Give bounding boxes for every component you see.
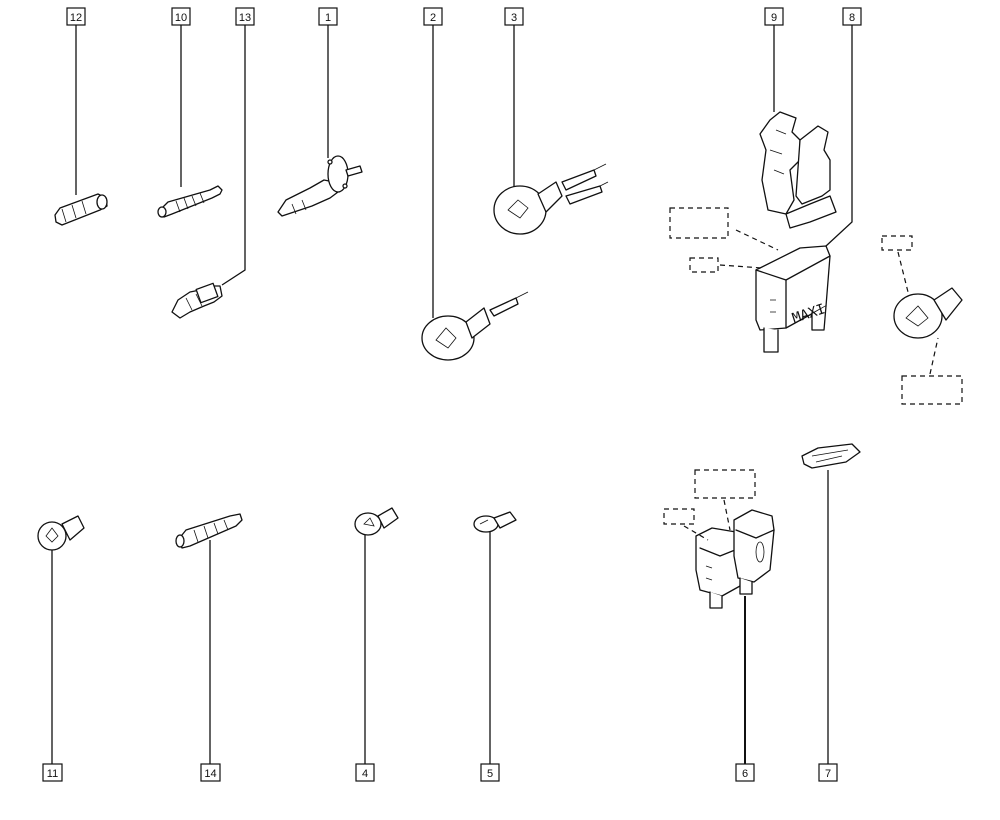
bulb-2 xyxy=(421,291,529,361)
reference-box-c xyxy=(881,235,913,251)
callout-5-label: 5 xyxy=(487,768,493,780)
bulb-right xyxy=(893,287,963,339)
blade-fuses-6 xyxy=(695,509,775,609)
callout-8-label: 8 xyxy=(849,12,855,24)
leader-13 xyxy=(221,25,246,286)
reference-line-e xyxy=(683,525,709,541)
callout-2: 2 xyxy=(423,7,443,26)
callout-13-label: 13 xyxy=(239,12,251,24)
reference-box-d xyxy=(901,375,963,405)
callout-6: 6 xyxy=(735,763,755,782)
reference-line-b xyxy=(719,264,763,269)
callout-12: 12 xyxy=(66,7,86,26)
festoon-bulb-10 xyxy=(157,185,223,218)
callout-11: 11 xyxy=(42,763,63,782)
reference-box-b xyxy=(689,257,719,273)
callout-3-label: 3 xyxy=(511,12,517,24)
callout-5: 5 xyxy=(480,763,500,782)
callout-11-label: 11 xyxy=(47,768,58,780)
wedge-bulb-13 xyxy=(171,282,223,319)
fuse-puller-7 xyxy=(801,443,861,469)
callout-4-label: 4 xyxy=(362,768,368,780)
bulb-5 xyxy=(473,511,517,533)
callout-14: 14 xyxy=(200,763,221,782)
bulb-11 xyxy=(37,515,85,551)
bulb-12 xyxy=(54,193,108,226)
fuse-clip-9 xyxy=(759,111,837,229)
callout-10-label: 10 xyxy=(175,12,187,24)
reference-box-e xyxy=(663,508,695,525)
callout-1-label: 1 xyxy=(325,12,331,24)
bulb-4 xyxy=(354,507,399,536)
reference-box-f xyxy=(694,469,756,499)
leader-8 xyxy=(825,25,853,247)
callout-7-label: 7 xyxy=(825,768,831,780)
maxi-fuse-8: MAXI xyxy=(755,245,831,353)
callout-13: 13 xyxy=(235,7,255,26)
reference-line-d xyxy=(929,337,939,375)
callout-10: 10 xyxy=(171,7,191,26)
reference-line-c xyxy=(897,251,909,293)
callout-12-label: 12 xyxy=(70,12,82,24)
bulb-3 xyxy=(493,163,609,235)
halogen-bulb-1 xyxy=(277,155,363,217)
reference-line-f xyxy=(723,499,731,531)
callout-14-label: 14 xyxy=(204,768,216,780)
callout-1: 1 xyxy=(318,7,338,26)
festoon-bulb-14 xyxy=(175,513,243,549)
callout-7: 7 xyxy=(818,763,838,782)
callout-9: 9 xyxy=(764,7,784,26)
reference-line-a xyxy=(735,229,779,251)
callout-9-label: 9 xyxy=(771,12,777,24)
callout-6-label: 6 xyxy=(742,768,748,780)
reference-box-a xyxy=(669,207,729,239)
callout-2-label: 2 xyxy=(430,12,436,24)
callout-8: 8 xyxy=(842,7,862,26)
callout-3: 3 xyxy=(504,7,524,26)
callout-4: 4 xyxy=(355,763,375,782)
